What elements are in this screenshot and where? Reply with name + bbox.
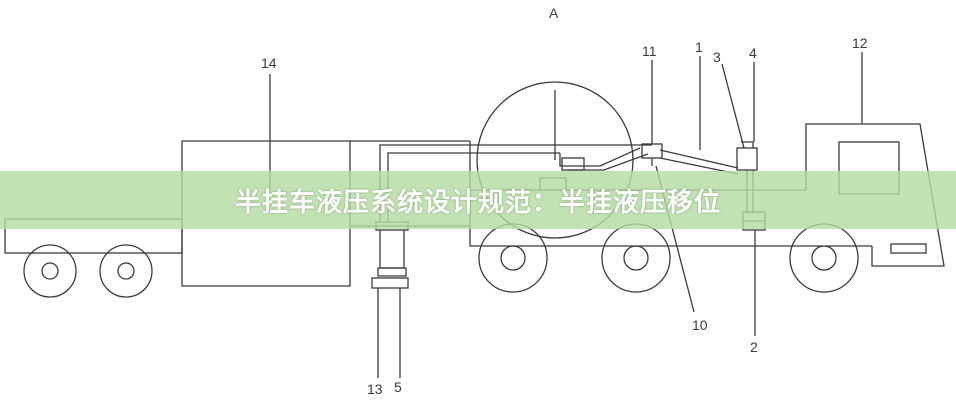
banner-title: 半挂车液压系统设计规范：半挂液压移位 <box>234 187 721 218</box>
rear-wheel-1 <box>23 244 77 298</box>
support-leg-foot-joint <box>377 267 407 277</box>
support-leg-lower <box>377 288 401 378</box>
label-a: A <box>549 5 559 21</box>
front-wheel-2 <box>601 223 671 293</box>
leader-3 <box>721 63 745 149</box>
support-leg-body <box>379 230 405 269</box>
label-3: 3 <box>713 49 721 65</box>
label-14: 14 <box>261 55 277 71</box>
cylinder-3 <box>736 147 758 171</box>
hydraulic-pipe-mid <box>559 147 641 167</box>
label-13: 13 <box>367 381 383 397</box>
front-wheel-1-hub <box>500 245 526 271</box>
front-wheel-3 <box>789 223 859 293</box>
label-10: 10 <box>692 317 708 333</box>
front-wheel-2-hub <box>623 245 649 271</box>
valve-11 <box>641 143 663 159</box>
valve-block <box>561 157 585 171</box>
label-2: 2 <box>750 339 758 355</box>
front-wheel-3-hub <box>811 245 837 271</box>
front-wheel-1 <box>478 223 548 293</box>
cab-step <box>890 243 927 254</box>
rear-wheel-2-hub <box>117 262 135 280</box>
cylinder-3-top <box>741 141 754 148</box>
label-12: 12 <box>852 35 868 51</box>
watermark-band <box>0 171 956 229</box>
label-1: 1 <box>695 39 703 55</box>
container-box <box>181 140 351 287</box>
label-4: 4 <box>749 45 757 61</box>
support-leg-foot <box>371 277 409 289</box>
label-11: 11 <box>642 43 657 59</box>
watermark-banner: 半挂车液压系统设计规范：半挂液压移位 <box>0 171 956 229</box>
rear-wheel-2 <box>99 244 153 298</box>
label-5: 5 <box>394 379 402 395</box>
rear-wheel-1-hub <box>41 262 59 280</box>
